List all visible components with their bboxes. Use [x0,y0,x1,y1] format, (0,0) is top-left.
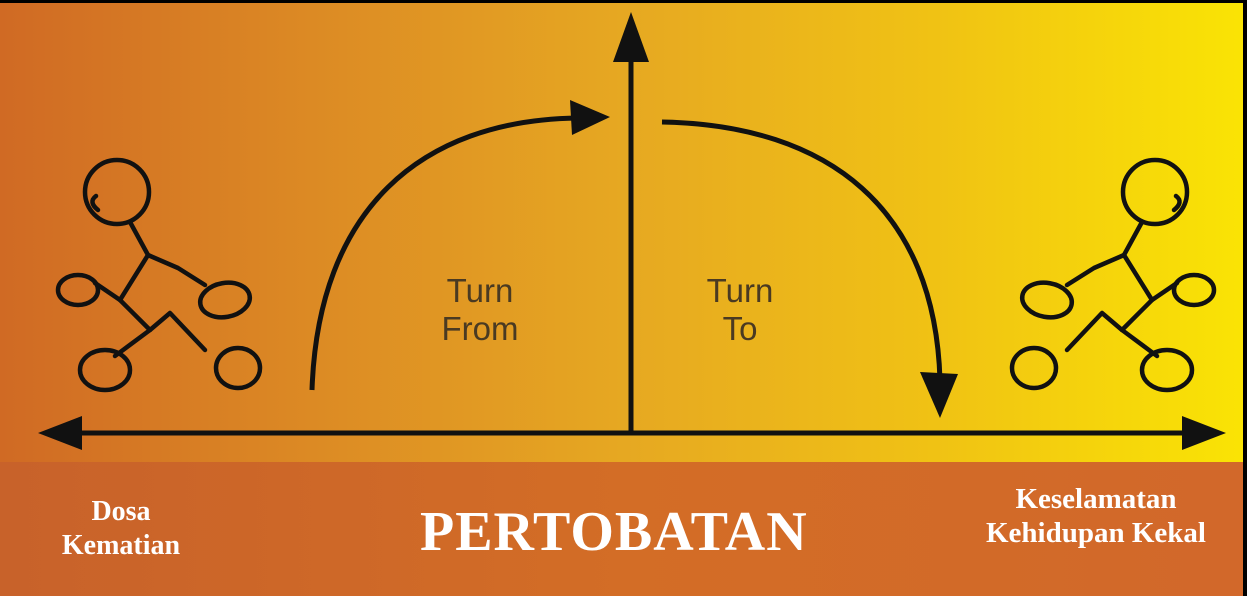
up-arrowhead-icon [613,12,649,62]
right-stick-figure-icon [1009,157,1217,393]
top-border [0,0,1247,3]
left-caption: Dosa Kematian [61,496,181,561]
left-arrowhead-icon [38,416,82,450]
left-stick-figure-icon [55,157,263,393]
gradient-background [0,0,1247,462]
right-caption: Keselamatan Kehidupan Kekal [986,483,1206,549]
turn-to-arrowhead-icon [920,372,958,418]
center-title: PERTOBATAN [420,501,808,563]
turn-from-curve [309,115,579,391]
turn-to-curve [661,119,943,381]
turn-to-label: Turn To [706,272,774,347]
bottom-band [0,462,1247,596]
right-arrowhead-icon [1182,416,1226,450]
turn-from-arrowhead-icon [570,100,610,135]
right-border [1243,0,1247,596]
turn-from-label: Turn From [441,272,519,347]
